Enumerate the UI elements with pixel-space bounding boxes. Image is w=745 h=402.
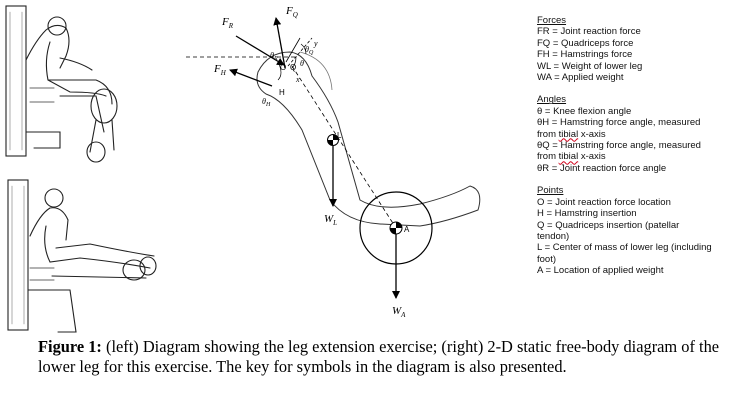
svg-text:θH: θH [262, 97, 271, 108]
angle-r-label: θ [270, 51, 274, 60]
lower-leg-outline [256, 51, 481, 227]
key-item-theta-r: θR = Joint reaction force angle [537, 162, 667, 174]
key-item-a: A = Location of applied weight [537, 265, 664, 277]
key-item-l: L = Center of mass of lower leg (includi… [537, 242, 712, 254]
angle-h-sub: H [265, 102, 271, 108]
weight-a-label: W [392, 305, 402, 317]
point-q-label: Q [290, 63, 296, 72]
key-item-wa: WA = Applied weight [537, 72, 624, 84]
key-item-q-cont: tendon) [537, 230, 570, 242]
forces-heading: Forces [537, 15, 567, 26]
point-h-label: H [279, 88, 285, 97]
force-h-sub: H [220, 69, 227, 77]
angle-h-label: θ [262, 97, 266, 106]
key-item-theta-q-from: from tibial x-axis [537, 151, 606, 163]
points-heading: Points [537, 185, 564, 197]
point-a-label: A [404, 225, 410, 234]
key-item-h: H = Hamstring insertion [537, 208, 637, 220]
angle-theta-label: θ [300, 59, 304, 68]
point-o-label: O [280, 63, 286, 72]
force-r-sub: R [228, 22, 234, 30]
force-q-arrow [273, 17, 286, 69]
svg-text:FQ: FQ [285, 5, 298, 19]
key-item-wl: WL = Weight of lower leg [537, 60, 643, 72]
force-h-label: F [213, 63, 221, 75]
angle-q-sub: Q [309, 50, 314, 56]
key-item-o: O = Joint reaction force location [537, 196, 671, 208]
key-item-theta-h-from: from tibial x-axis [537, 128, 606, 140]
key-item-theta-h: θH = Hamstring force angle, measured [537, 117, 701, 129]
weight-a-sub: A [400, 311, 406, 319]
caption-text: (left) Diagram showing the leg extension… [38, 337, 720, 376]
axis-x-label: x [295, 75, 300, 84]
com-applied-weight-marker [389, 221, 403, 235]
axis-y-label: y [313, 39, 318, 48]
key-item-l-cont: foot) [537, 253, 557, 265]
angle-q-label: θ [305, 45, 309, 54]
force-h-arrow [229, 68, 273, 87]
force-r-arrow [235, 35, 285, 66]
svg-text:FH: FH [213, 63, 227, 77]
weight-l-sub: L [332, 219, 337, 227]
angles-heading: Angles [537, 94, 567, 106]
force-r-label: F [221, 16, 229, 28]
svg-text:WA: WA [392, 305, 406, 319]
key-item-fq: FQ = Quadriceps force [537, 37, 634, 49]
force-q-sub: Q [293, 11, 298, 19]
machine-sketch-extended [7, 179, 157, 333]
key-item-theta-q: θQ = Hamstring force angle, measured [537, 140, 701, 152]
point-l-label: L [337, 131, 342, 140]
svg-text:WL: WL [324, 213, 337, 227]
svg-text:FR: FR [221, 16, 234, 30]
key-item-theta: θ = Knee flexion angle [537, 105, 632, 117]
weight-l-label: W [324, 213, 334, 225]
symbol-key: Forces FR = Joint reaction force FQ = Qu… [537, 15, 742, 277]
com-lower-leg-marker [327, 134, 339, 146]
angle-r-sub: R [273, 56, 278, 62]
figure-caption: Figure 1: (left) Diagram showing the leg… [38, 337, 728, 376]
machine-sketch-flexed [5, 5, 118, 163]
force-q-label: F [285, 5, 293, 17]
key-item-fh: FH = Hamstrings force [537, 49, 633, 61]
key-item-fr: FR = Joint reaction force [537, 26, 641, 38]
free-body-diagram: FR FQ FH WL WA O Q H L A y x θ θR θQ θH [186, 5, 481, 319]
key-item-q: Q = Quadriceps insertion (patellar [537, 219, 680, 231]
svg-text:θQ: θQ [305, 45, 314, 56]
caption-label: Figure 1: [38, 337, 102, 356]
svg-text:θR: θR [270, 51, 278, 62]
